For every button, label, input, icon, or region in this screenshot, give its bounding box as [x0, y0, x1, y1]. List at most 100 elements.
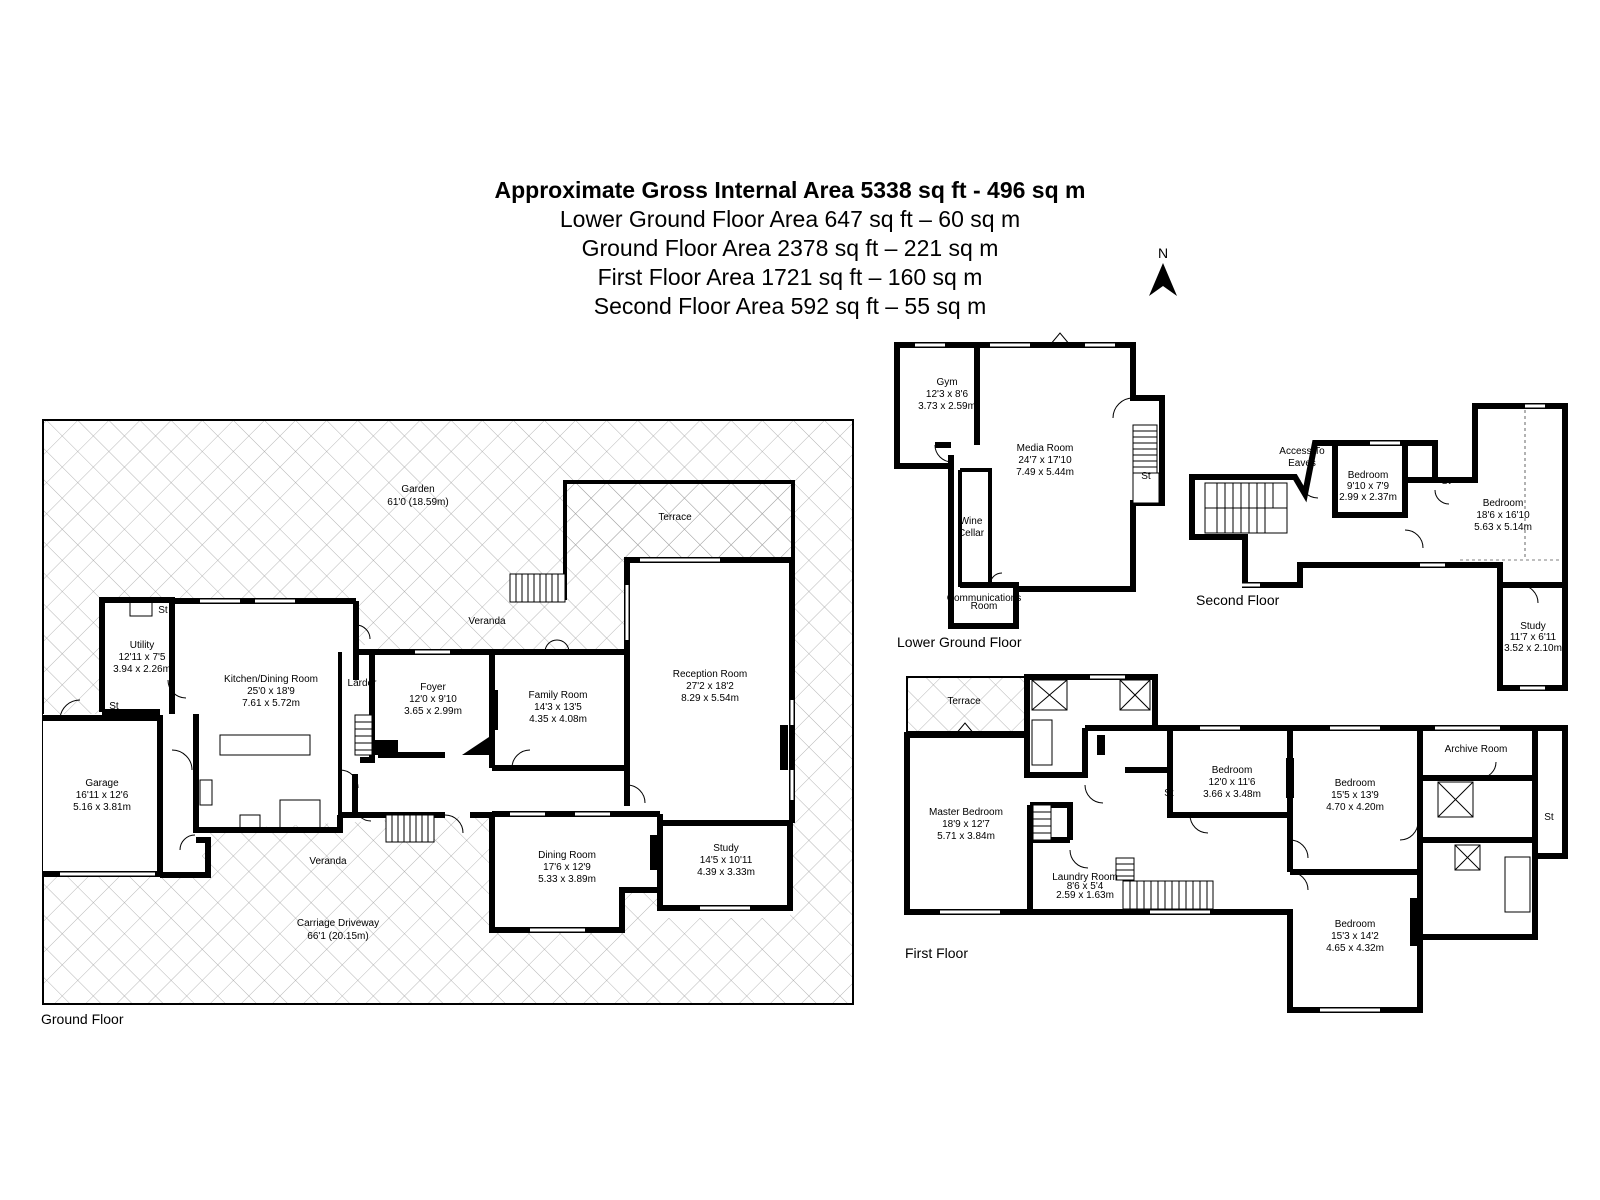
svg-text:11'7 x 6'11: 11'7 x 6'11 — [1510, 632, 1557, 643]
svg-text:5.71 x 3.84m: 5.71 x 3.84m — [937, 831, 995, 842]
svg-text:25'0 x 18'9: 25'0 x 18'9 — [247, 686, 295, 697]
room-dining: Dining Room — [538, 850, 596, 861]
svg-text:4.35 x 4.08m: 4.35 x 4.08m — [529, 714, 587, 725]
lower-ground-area: Lower Ground Floor Area 647 sq ft – 60 s… — [559, 206, 1021, 232]
kitchen-fittings — [129, 601, 321, 831]
room-ff-store: St — [1164, 788, 1174, 799]
first-floor-area: First Floor Area 1721 sq ft – 160 sq m — [597, 264, 983, 290]
lower-ground-floor-plan: Gym 12'3 x 8'6 3.73 x 2.59m Media Room 2… — [894, 332, 1165, 650]
ground-floor-area: Ground Floor Area 2378 sq ft – 221 sq m — [581, 235, 999, 261]
room-reception: Reception Room — [673, 669, 747, 680]
area-summary: Approximate Gross Internal Area 5338 sq … — [0, 176, 1600, 321]
compass-label: N — [1158, 245, 1168, 261]
svg-text:12'0 x 11'6: 12'0 x 11'6 — [1208, 777, 1255, 788]
svg-text:3.65 x 2.99m: 3.65 x 2.99m — [404, 706, 462, 717]
gross-area-title: Approximate Gross Internal Area 5338 sq … — [494, 177, 1086, 203]
lower-ground-floor-title: Lower Ground Floor — [897, 634, 1022, 650]
svg-text:24'7 x 17'10: 24'7 x 17'10 — [1018, 455, 1072, 466]
room-ff-bedroom-3: Bedroom — [1335, 919, 1376, 930]
north-arrow-icon: N — [1149, 245, 1177, 296]
svg-text:15'3 x 14'2: 15'3 x 14'2 — [1331, 931, 1379, 942]
room-kitchen-dining: Kitchen/Dining Room — [224, 674, 318, 685]
room-communications: Communications — [947, 593, 1021, 604]
room-sf-store: St — [1441, 476, 1451, 487]
room-gym: Gym — [936, 377, 957, 388]
ground-stairs — [354, 714, 435, 843]
eaves-access: Access To — [1279, 446, 1325, 457]
svg-text:Room: Room — [971, 601, 998, 612]
second-floor-title: Second Floor — [1196, 592, 1280, 608]
room-master-bedroom: Master Bedroom — [929, 807, 1003, 818]
room-archive: Archive Room — [1445, 744, 1508, 755]
svg-text:Eaves: Eaves — [1288, 458, 1316, 469]
room-ff-terrace: Terrace — [947, 696, 981, 707]
room-larder: Larder — [348, 678, 378, 689]
room-ff-bedroom-1: Bedroom — [1212, 765, 1253, 776]
room-utility: Utility — [130, 640, 154, 651]
svg-text:5.63 x 5.14m: 5.63 x 5.14m — [1474, 522, 1532, 533]
room-ff-store-2: St — [1544, 812, 1554, 823]
first-floor-title: First Floor — [905, 945, 968, 961]
room-laundry: Laundry Room — [1052, 872, 1118, 883]
svg-text:17'6 x 12'9: 17'6 x 12'9 — [543, 862, 591, 873]
first-floor-labels: Terrace Master Bedroom 18'9 x 12'7 5.71 … — [905, 696, 1554, 961]
room-store-1: St — [158, 605, 168, 616]
svg-text:3.94 x 2.26m: 3.94 x 2.26m — [113, 664, 171, 675]
lower-ground-labels: Gym 12'3 x 8'6 3.73 x 2.59m Media Room 2… — [897, 377, 1151, 650]
svg-text:5.16 x 3.81m: 5.16 x 3.81m — [73, 802, 131, 813]
second-floor-plan: Access To Eaves Bedroom 9'10 x 7'9 2.99 … — [1189, 403, 1568, 691]
room-media: Media Room — [1017, 443, 1074, 454]
room-family: Family Room — [529, 690, 588, 701]
svg-text:7.61 x 5.72m: 7.61 x 5.72m — [242, 698, 300, 709]
second-floor-labels: Access To Eaves Bedroom 9'10 x 7'9 2.99 … — [1196, 446, 1562, 654]
room-veranda-top: Veranda — [468, 616, 506, 627]
svg-text:7.49 x 5.44m: 7.49 x 5.44m — [1016, 467, 1074, 478]
room-store-2: St — [109, 701, 119, 712]
ground-floor-plan: Garden 61'0 (18.59m) Terrace Veranda Uti… — [41, 419, 854, 1027]
svg-text:5.33 x 3.89m: 5.33 x 3.89m — [538, 874, 596, 885]
svg-text:66'1 (20.15m): 66'1 (20.15m) — [307, 931, 368, 942]
room-wine-cellar: Wine — [960, 516, 983, 527]
svg-text:16'11 x 12'6: 16'11 x 12'6 — [76, 790, 129, 801]
room-ff-bedroom-2: Bedroom — [1335, 778, 1376, 789]
room-garage: Garage — [85, 778, 119, 789]
room-veranda-bottom: Veranda — [309, 856, 347, 867]
svg-text:14'5 x 10'11: 14'5 x 10'11 — [700, 855, 753, 866]
garden-steps — [509, 573, 566, 603]
room-sf-bedroom-b: Bedroom — [1483, 498, 1524, 509]
svg-text:9'10 x 7'9: 9'10 x 7'9 — [1347, 481, 1390, 492]
first-floor-plan: Terrace Master Bedroom 18'9 x 12'7 5.71 … — [904, 674, 1568, 1013]
room-sf-study: Study — [1520, 621, 1546, 632]
svg-text:Cellar: Cellar — [958, 528, 985, 539]
ground-floor-title: Ground Floor — [41, 1011, 124, 1027]
room-terrace: Terrace — [658, 512, 692, 523]
svg-text:4.65 x 4.32m: 4.65 x 4.32m — [1326, 943, 1384, 954]
svg-text:18'6 x 16'10: 18'6 x 16'10 — [1476, 510, 1530, 521]
ground-floor-labels: Garden 61'0 (18.59m) Terrace Veranda Uti… — [41, 484, 755, 1027]
room-study: Study — [713, 843, 739, 854]
bathroom-fittings — [1031, 679, 1531, 913]
svg-text:15'5 x 13'9: 15'5 x 13'9 — [1331, 790, 1379, 801]
room-lg-store: St — [1141, 471, 1151, 482]
room-carriage-driveway: Carriage Driveway — [297, 918, 379, 929]
svg-text:3.52 x 2.10m: 3.52 x 2.10m — [1504, 643, 1562, 654]
room-sf-bedroom-a: Bedroom — [1348, 470, 1389, 481]
room-foyer: Foyer — [420, 682, 446, 693]
svg-text:14'3 x 13'5: 14'3 x 13'5 — [534, 702, 582, 713]
svg-text:2.99 x 2.37m: 2.99 x 2.37m — [1339, 492, 1397, 503]
svg-text:12'0 x 9'10: 12'0 x 9'10 — [409, 694, 457, 705]
svg-text:12'11 x 7'5: 12'11 x 7'5 — [118, 652, 165, 663]
svg-text:4.70 x 4.20m: 4.70 x 4.20m — [1326, 802, 1384, 813]
svg-text:8.29 x 5.54m: 8.29 x 5.54m — [681, 693, 739, 704]
room-garden: Garden — [401, 484, 434, 495]
svg-text:12'3 x 8'6: 12'3 x 8'6 — [926, 389, 969, 400]
svg-text:27'2 x 18'2: 27'2 x 18'2 — [686, 681, 734, 692]
svg-text:61'0 (18.59m): 61'0 (18.59m) — [387, 497, 448, 508]
svg-text:3.73 x 2.59m: 3.73 x 2.59m — [918, 401, 976, 412]
second-floor-area: Second Floor Area 592 sq ft – 55 sq m — [593, 293, 987, 319]
svg-text:18'9 x 12'7: 18'9 x 12'7 — [942, 819, 990, 830]
door-swings — [59, 624, 646, 851]
svg-text:2.59 x 1.63m: 2.59 x 1.63m — [1056, 890, 1114, 901]
svg-text:8'6 x 5'4: 8'6 x 5'4 — [1067, 881, 1104, 892]
